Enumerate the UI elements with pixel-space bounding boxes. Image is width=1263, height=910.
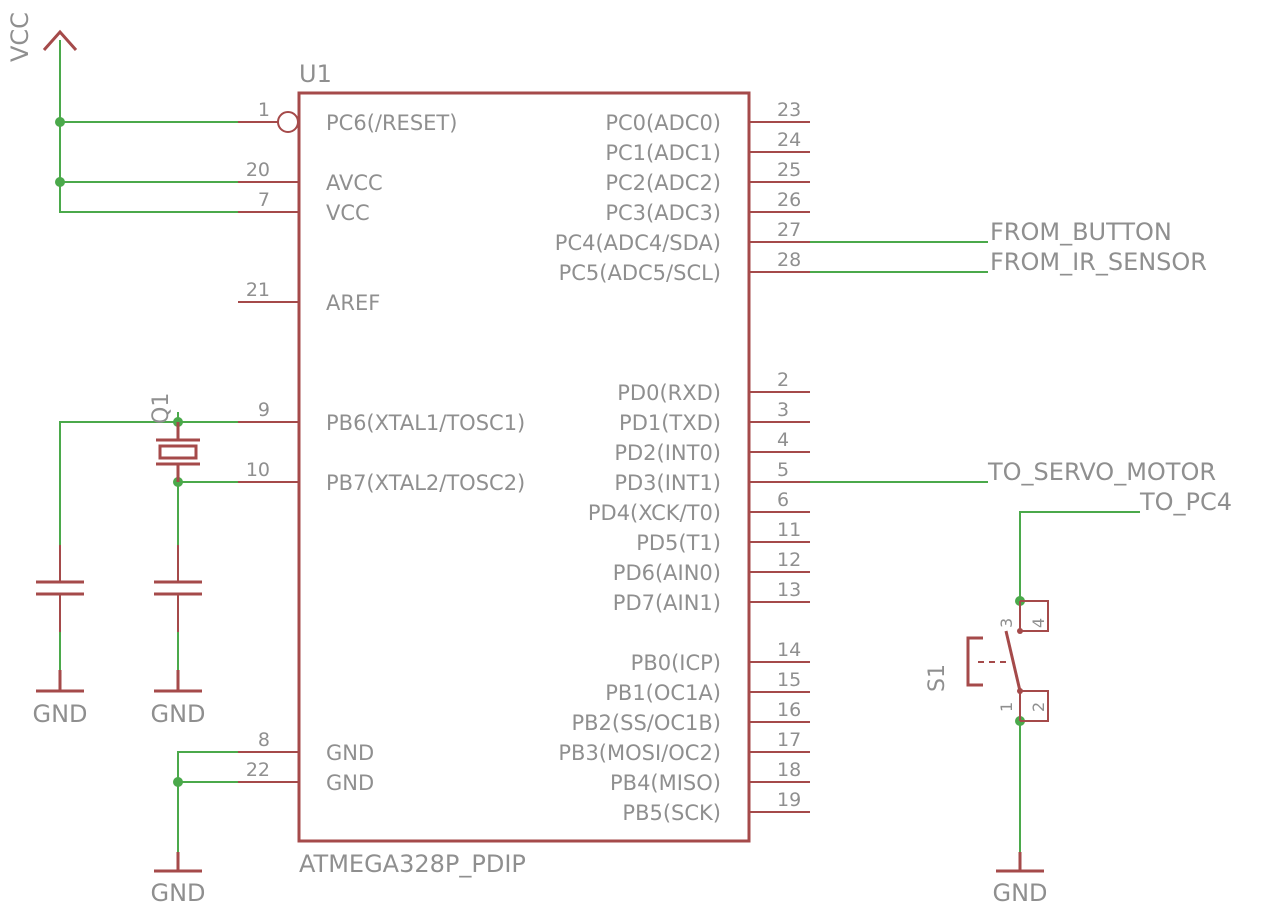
pin-name: PD6(AIN0) [613, 561, 721, 585]
capacitor-right [154, 545, 202, 632]
pin-number: 17 [777, 729, 801, 751]
pin-number: 1 [258, 99, 270, 121]
pin-number: 10 [246, 459, 270, 481]
pin-name: PB3(MOSI/OC2) [558, 741, 721, 765]
pin-number: 7 [258, 189, 270, 211]
pin-name: PD7(AIN1) [613, 591, 721, 615]
switch-pin-number: 3 [997, 618, 1016, 628]
pin-name: PB5(SCK) [622, 801, 721, 825]
vcc-net [55, 40, 298, 213]
pin-number: 22 [246, 759, 270, 781]
pin-number: 16 [777, 699, 801, 721]
pin-name: PD4(XCK/T0) [588, 501, 721, 525]
u1-left-pin-numbers: 1 20 7 21 9 10 8 22 [246, 99, 270, 781]
u1-right-pin-names: PC0(ADC0) PC1(ADC1) PC2(ADC2) PC3(ADC3) … [555, 111, 721, 825]
gnd-label: GND [32, 700, 87, 728]
u1-right-pin-numbers: 23 24 25 26 27 28 2 3 4 5 6 11 12 13 14 … [777, 99, 801, 811]
crystal-q1: Q1 [149, 393, 200, 482]
switch-pin-number: 1 [997, 702, 1016, 712]
gnd-symbol: GND [150, 670, 206, 728]
pin-name: PB0(ICP) [631, 651, 721, 675]
reset-inversion-bubble [277, 111, 299, 133]
switch-ref: S1 [925, 664, 950, 692]
pin-number: 23 [777, 99, 801, 121]
pin-name: PD2(INT0) [614, 441, 721, 465]
pin-name: GND [326, 741, 374, 765]
pin-number: 27 [777, 219, 801, 241]
pin-name: PD3(INT1) [614, 471, 721, 495]
gnd-symbol: GND [992, 852, 1048, 907]
pin-number: 24 [777, 129, 801, 151]
pin-name: PC4(ADC4/SDA) [555, 231, 721, 255]
pin-number: 19 [777, 789, 801, 811]
capacitor-left [36, 545, 84, 632]
pin-name: PB6(XTAL1/TOSC1) [326, 411, 525, 435]
pin-number: 15 [777, 669, 801, 691]
pin-number: 21 [246, 279, 270, 301]
u1-gnd-net: GND [150, 751, 238, 907]
pin-number: 4 [777, 429, 789, 451]
pin-name: PC2(ADC2) [605, 171, 721, 195]
pin-number: 26 [777, 189, 801, 211]
pin-name: PC1(ADC1) [605, 141, 721, 165]
pin-number: 28 [777, 249, 801, 271]
u1-value: ATMEGA328P_PDIP [299, 850, 526, 878]
pin-number: 18 [777, 759, 801, 781]
pin-name: PB4(MISO) [610, 771, 721, 795]
u1-ref: U1 [299, 60, 332, 88]
gnd-symbol: GND [150, 852, 206, 907]
pin-name: PD0(RXD) [617, 381, 721, 405]
pin-number: 12 [777, 549, 801, 571]
net-label-from-ir-sensor: FROM_IR_SENSOR [990, 248, 1207, 276]
pin-number: 6 [777, 489, 789, 511]
gnd-label: GND [992, 879, 1047, 907]
pin-number: 5 [777, 459, 789, 481]
pin-number: 2 [777, 369, 789, 391]
vcc-label: VCC [6, 12, 34, 62]
switch-s1: S1 3 4 1 2 [925, 600, 1049, 722]
net-label-to-pc4: TO_PC4 [1139, 488, 1232, 516]
pin-name: GND [326, 771, 374, 795]
pin-name: PC5(ADC5/SCL) [559, 261, 721, 285]
vcc-symbol: VCC [6, 12, 78, 62]
switch-contact [1017, 628, 1023, 634]
pin-name: AREF [326, 291, 380, 315]
pin-number: 11 [777, 519, 801, 541]
pin-number: 13 [777, 579, 801, 601]
pin-name: AVCC [326, 171, 383, 195]
pin-name: PB7(XTAL2/TOSC2) [326, 471, 525, 495]
pin-name: PD5(T1) [636, 531, 721, 555]
net-label-from-button: FROM_BUTTON [990, 218, 1172, 246]
signal-nets: FROM_BUTTON FROM_IR_SENSOR TO_SERVO_MOTO… [810, 218, 1216, 486]
pin-name: PC0(ADC0) [605, 111, 721, 135]
pin-number: 9 [258, 399, 270, 421]
u1-left-pin-lines [238, 111, 299, 783]
u1-chip: U1 ATMEGA328P_PDIP [297, 60, 751, 878]
pin-number: 20 [246, 159, 270, 181]
pin-name: VCC [326, 201, 370, 225]
switch-pin-number: 4 [1029, 618, 1048, 628]
pin-number: 14 [777, 639, 801, 661]
gnd-label: GND [150, 879, 205, 907]
pin-name: PB2(SS/OC1B) [571, 711, 721, 735]
pin-number: 3 [777, 399, 789, 421]
pin-name: PD1(TXD) [619, 411, 721, 435]
u1-right-pin-lines [749, 121, 810, 813]
crystal-ref: Q1 [149, 393, 174, 424]
pin-name: PC3(ADC3) [605, 201, 721, 225]
pin-number: 8 [258, 729, 270, 751]
net-label-to-servo-motor: TO_SERVO_MOTOR [987, 458, 1216, 486]
gnd-label: GND [150, 700, 205, 728]
u1-left-pin-names: PC6(/RESET) AVCC VCC AREF PB6(XTAL1/TOSC… [326, 111, 525, 795]
pin-name: PC6(/RESET) [326, 111, 457, 135]
crystal-network: Q1 GND GND [32, 393, 238, 728]
gnd-symbol: GND [32, 670, 88, 728]
pin-name: PB1(OC1A) [605, 681, 721, 705]
pin-number: 25 [777, 159, 801, 181]
switch-pin-number: 2 [1029, 702, 1048, 712]
switch-s1-circuit: TO_PC4 S1 3 4 1 2 [925, 488, 1232, 907]
